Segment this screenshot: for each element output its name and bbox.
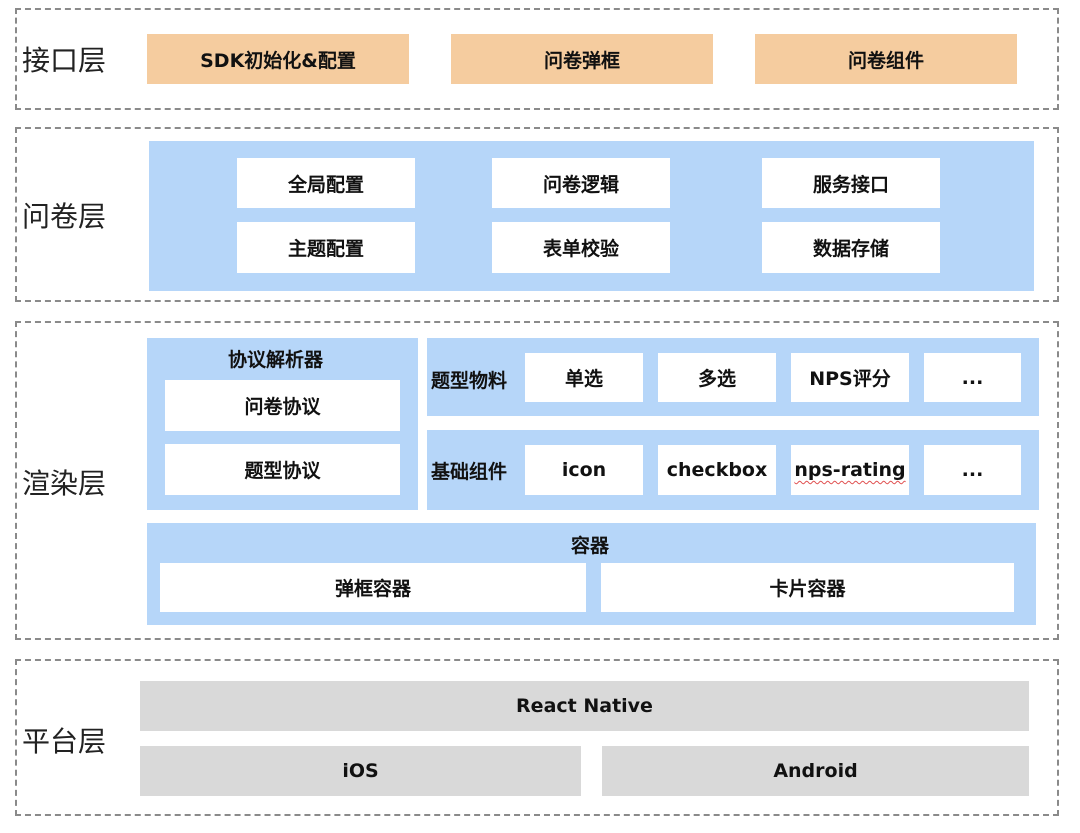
question-type-protocol-box: 题型协议 (165, 444, 400, 495)
platform-layer (15, 659, 1059, 816)
icon-component-box: icon (525, 445, 643, 495)
container-title: 容器 (571, 535, 610, 557)
theme-config-box: 主题配置 (237, 222, 415, 273)
android-box: Android (602, 746, 1029, 796)
platform-layer-label: 平台层 (22, 725, 107, 758)
global-config-box: 全局配置 (237, 158, 415, 208)
multiple-choice-box: 多选 (658, 353, 776, 402)
interface-layer (15, 8, 1059, 110)
survey-popup-box: 问卷弹框 (451, 34, 713, 84)
sdk-init-config-box: SDK初始化&配置 (147, 34, 409, 84)
data-storage-box: 数据存储 (762, 222, 940, 273)
components-more-box: ... (924, 445, 1021, 495)
question-materials-title: 题型物料 (431, 370, 508, 392)
base-components-title: 基础组件 (431, 461, 508, 483)
popup-container-box: 弹框容器 (160, 563, 586, 612)
render-layer-label: 渲染层 (22, 467, 107, 500)
render-layer (15, 321, 1059, 640)
protocol-parser-title: 协议解析器 (228, 349, 324, 371)
ios-box: iOS (140, 746, 581, 796)
survey-layer-label: 问卷层 (22, 200, 107, 233)
react-native-box: React Native (140, 681, 1029, 731)
survey-logic-box: 问卷逻辑 (492, 158, 670, 208)
survey-component-box: 问卷组件 (755, 34, 1017, 84)
survey-layer (15, 127, 1059, 302)
survey-protocol-box: 问卷协议 (165, 380, 400, 431)
nps-rating-label: nps-rating (794, 459, 906, 481)
single-choice-box: 单选 (525, 353, 643, 402)
interface-layer-label: 接口层 (22, 44, 107, 77)
checkbox-component-box: checkbox (658, 445, 776, 495)
service-api-box: 服务接口 (762, 158, 940, 208)
form-validation-box: 表单校验 (492, 222, 670, 273)
nps-score-box: NPS评分 (791, 353, 909, 402)
materials-more-box: ... (924, 353, 1021, 402)
card-container-box: 卡片容器 (601, 563, 1014, 612)
nps-rating-component-box: nps-rating (791, 445, 909, 495)
